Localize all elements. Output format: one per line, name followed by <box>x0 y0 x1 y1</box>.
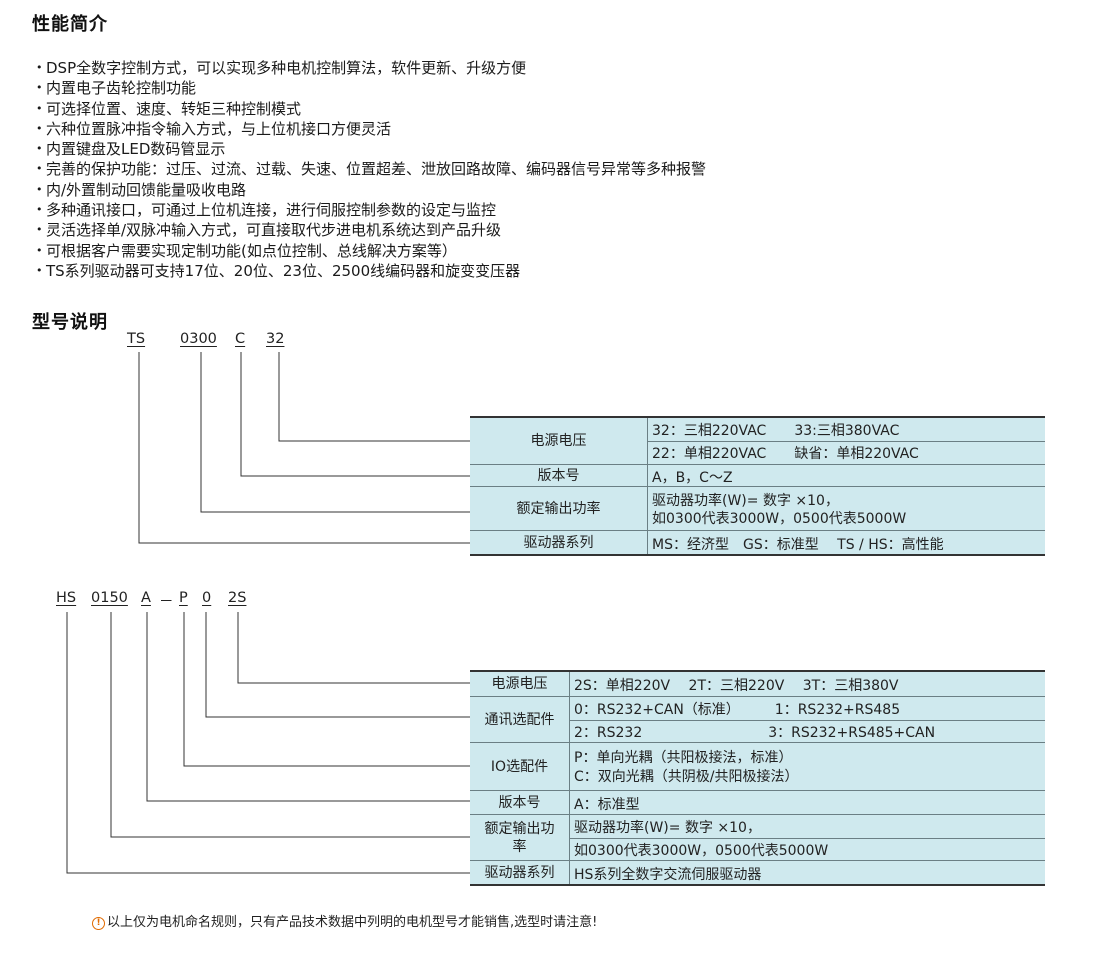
feature-item: 多种通讯接口，可通过上位机连接，进行伺服控制参数的设定与监控 <box>36 200 706 220</box>
row-label: 版本号 <box>470 791 570 814</box>
table-row: 通讯选配件 0：RS232+CAN（标准） 1：RS232+RS485 2：RS… <box>470 696 1045 742</box>
model2-code-series: HS <box>56 590 77 606</box>
value-line: C：双向光耦（共阴极/共阳极接法） <box>574 769 799 785</box>
model2-code-power: 0150 <box>91 590 128 606</box>
row-label: 驱动器系列 <box>470 531 648 554</box>
row-value: HS系列全数字交流伺服驱动器 <box>570 861 1045 884</box>
row-value: A：标准型 <box>570 791 1045 814</box>
model2-code-version: A <box>141 590 151 606</box>
row-value: 驱动器功率(W)= 数字 ×10， 如0300代表3000W，0500代表500… <box>570 815 1045 860</box>
value-line: A：标准型 <box>574 797 640 813</box>
row-label: 电源电压 <box>470 672 570 696</box>
row-label: 电源电压 <box>470 418 648 464</box>
model1-code-voltage: 32 <box>266 331 285 347</box>
row-value: MS：经济型 GS：标准型 TS / HS：高性能 <box>648 531 1045 554</box>
model2-code-voltage: 2S <box>228 590 247 606</box>
info-circle-icon: ! <box>92 917 105 930</box>
model2-code-io: P <box>179 590 188 606</box>
table-row: 电源电压 32：三相220VAC 33:三相380VAC 22：单相220VAC… <box>470 418 1045 464</box>
feature-item: TS系列驱动器可支持17位、20位、23位、2500线编码器和旋变变压器 <box>36 261 706 281</box>
feature-item: 六种位置脉冲指令输入方式，与上位机接口方便灵活 <box>36 119 706 139</box>
table-row: 版本号 A，B，C～Z <box>470 464 1045 486</box>
value-line: 如0300代表3000W，0500代表5000W <box>574 843 829 859</box>
model2-code-dash: － <box>159 594 174 610</box>
row-label: IO选配件 <box>470 743 570 790</box>
table-row: 电源电压 2S：单相220V 2T：三相220V 3T：三相380V <box>470 672 1045 696</box>
row-value: 2S：单相220V 2T：三相220V 3T：三相380V <box>570 672 1045 696</box>
feature-item: DSP全数字控制方式，可以实现多种电机控制算法，软件更新、升级方便 <box>36 58 706 78</box>
value-line: 如0300代表3000W，0500代表5000W <box>652 511 907 527</box>
table-row: IO选配件 P：单向光耦（共阳极接法，标准） C：双向光耦（共阴极/共阳极接法） <box>470 742 1045 790</box>
row-value: A，B，C～Z <box>648 465 1045 486</box>
row-label: 额定输出功率 <box>470 815 570 860</box>
value-line: MS：经济型 GS：标准型 TS / HS：高性能 <box>652 537 944 553</box>
model2-code-comm: 0 <box>202 590 212 606</box>
feature-list: DSP全数字控制方式，可以实现多种电机控制算法，软件更新、升级方便 内置电子齿轮… <box>36 58 706 281</box>
feature-item: 可根据客户需要实现定制功能(如点位控制、总线解决方案等） <box>36 241 706 261</box>
feature-item: 灵活选择单/双脉冲输入方式，可直接取代步进电机系统达到产品升级 <box>36 220 706 240</box>
table-row: 驱动器系列 MS：经济型 GS：标准型 TS / HS：高性能 <box>470 530 1045 554</box>
row-label: 额定输出功率 <box>470 487 648 530</box>
value-line: 22：单相220VAC 缺省：单相220VAC <box>652 446 919 462</box>
row-value: 32：三相220VAC 33:三相380VAC 22：单相220VAC 缺省：单… <box>648 418 1045 464</box>
row-label: 通讯选配件 <box>470 697 570 742</box>
table-row: 额定输出功率 驱动器功率(W)= 数字 ×10， 如0300代表3000W，05… <box>470 486 1045 530</box>
table-row: 额定输出功率 驱动器功率(W)= 数字 ×10， 如0300代表3000W，05… <box>470 814 1045 860</box>
table-row: 版本号 A：标准型 <box>470 790 1045 814</box>
value-line: HS系列全数字交流伺服驱动器 <box>574 867 762 883</box>
footnote-text: 以上仅为电机命名规则，只有产品技术数据中列明的电机型号才能销售,选型时请注意! <box>107 915 598 930</box>
model1-code-power: 0300 <box>180 331 217 347</box>
feature-item: 内/外置制动回馈能量吸收电路 <box>36 180 706 200</box>
value-line: P：单向光耦（共阳极接法，标准） <box>574 750 793 766</box>
section-title-features: 性能简介 <box>32 14 108 35</box>
model1-table: 电源电压 32：三相220VAC 33:三相380VAC 22：单相220VAC… <box>470 416 1045 556</box>
value-line: 0：RS232+CAN（标准） 1：RS232+RS485 <box>574 702 901 718</box>
value-line: 2S：单相220V 2T：三相220V 3T：三相380V <box>574 678 899 694</box>
row-value: P：单向光耦（共阳极接法，标准） C：双向光耦（共阴极/共阳极接法） <box>570 743 1045 790</box>
model2-table: 电源电压 2S：单相220V 2T：三相220V 3T：三相380V 通讯选配件… <box>470 670 1045 886</box>
section-title-model: 型号说明 <box>32 312 108 333</box>
value-line: 驱动器功率(W)= 数字 ×10， <box>574 820 761 836</box>
table-row: 驱动器系列 HS系列全数字交流伺服驱动器 <box>470 860 1045 884</box>
model1-code-version: C <box>235 331 246 347</box>
value-line: 驱动器功率(W)= 数字 ×10， <box>652 493 839 509</box>
feature-item: 内置电子齿轮控制功能 <box>36 78 706 98</box>
row-label: 驱动器系列 <box>470 861 570 884</box>
feature-item: 可选择位置、速度、转矩三种控制模式 <box>36 99 706 119</box>
value-line: 2：RS232 3：RS232+RS485+CAN <box>574 725 936 741</box>
footnote: !以上仅为电机命名规则，只有产品技术数据中列明的电机型号才能销售,选型时请注意! <box>92 911 597 930</box>
value-line: 32：三相220VAC 33:三相380VAC <box>652 423 900 439</box>
model1-code-series: TS <box>127 331 146 347</box>
feature-item: 完善的保护功能：过压、过流、过载、失速、位置超差、泄放回路故障、编码器信号异常等… <box>36 159 706 179</box>
row-value: 驱动器功率(W)= 数字 ×10， 如0300代表3000W，0500代表500… <box>648 487 1045 530</box>
row-value: 0：RS232+CAN（标准） 1：RS232+RS485 2：RS232 3：… <box>570 697 1045 742</box>
value-line: A，B，C～Z <box>652 470 733 486</box>
feature-item: 内置键盘及LED数码管显示 <box>36 139 706 159</box>
row-label: 版本号 <box>470 465 648 486</box>
